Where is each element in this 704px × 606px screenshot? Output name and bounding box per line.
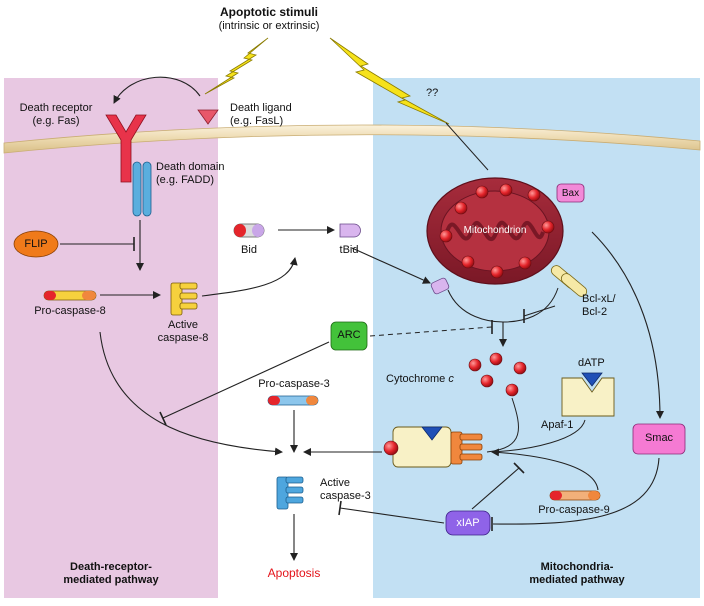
datp-label: dATP	[578, 357, 605, 369]
left-pathway-label-1: Death-receptor-	[70, 561, 152, 573]
cytochrome-c-label: Cytochrome c	[386, 373, 454, 385]
tbid-on-mito-icon	[430, 277, 450, 295]
bax-label: Bax	[561, 188, 580, 199]
death-domain-label: Death domain	[156, 161, 225, 173]
flip-icon	[13, 230, 59, 258]
title-main: Apoptotic stimuli	[220, 5, 318, 19]
right-pathway-label-1: Mitochondria-	[540, 561, 614, 573]
pro-caspase-9-label: Pro-caspase-9	[538, 504, 610, 516]
ligand-binding-arrow	[113, 76, 201, 104]
mitochondrion-label: Mitochondrion	[463, 225, 527, 236]
xiap-label: xIAP	[456, 517, 480, 529]
datp-icon	[581, 372, 603, 387]
death-ligand-label: Death ligand	[230, 102, 292, 114]
mitochondrion-icon	[426, 177, 564, 285]
cytochrome-c-icon	[468, 352, 527, 397]
death-receptor-label: Death receptor	[19, 102, 93, 114]
bcl-xl-icon	[550, 265, 588, 297]
apaf-1-icon	[561, 377, 615, 417]
lightning-bolt-right-icon	[329, 37, 450, 125]
bax-icon	[556, 183, 585, 203]
death-domain-example: (e.g. FADD)	[156, 174, 215, 186]
flip-label: FLIP	[24, 238, 48, 250]
apoptosome-icon	[383, 426, 483, 468]
arc-label: ARC	[337, 329, 361, 341]
death-receptor-panel	[4, 78, 218, 598]
bcl-2-label: Bcl-2	[582, 306, 608, 318]
active-caspase-3-label-2: caspase-3	[320, 490, 371, 502]
lightning-bolt-left-icon	[204, 37, 269, 95]
left-pathway-label-2: mediated pathway	[63, 574, 159, 586]
bid-label: Bid	[241, 244, 257, 256]
active-caspase-3-label-1: Active	[320, 477, 350, 489]
death-ligand-icon	[197, 109, 219, 125]
tbid-label: tBid	[339, 244, 359, 256]
tbid-icon	[339, 223, 361, 238]
active-caspase-8-label-1: Active	[168, 319, 198, 331]
right-pathway-label-2: mediated pathway	[529, 574, 625, 586]
title-sub: (intrinsic or extrinsic)	[218, 20, 320, 32]
active-caspase-8-icon	[170, 282, 198, 316]
xiap-icon	[445, 510, 491, 536]
death-domain-icon	[132, 161, 142, 217]
active-caspase-8-label-2: caspase-8	[157, 332, 209, 344]
death-ligand-example: (e.g. FasL)	[230, 115, 284, 127]
apoptosis-label: Apoptosis	[267, 566, 321, 580]
smac-label: Smac	[644, 432, 674, 444]
question-label: ??	[426, 87, 439, 99]
mitochondria-panel	[373, 78, 700, 598]
death-receptor-icon	[105, 114, 147, 183]
pro-caspase-3-label: Pro-caspase-3	[258, 378, 330, 390]
arc-icon	[330, 321, 368, 351]
pro-caspase-8-label: Pro-caspase-8	[34, 305, 106, 317]
cell-membrane	[3, 124, 701, 154]
death-receptor-example: (e.g. Fas)	[32, 115, 80, 127]
active-caspase-3-icon	[276, 476, 304, 510]
bcl-xl-label: Bcl-xL/	[582, 293, 616, 305]
smac-icon	[632, 423, 686, 455]
apaf-1-label: Apaf-1	[541, 419, 574, 431]
